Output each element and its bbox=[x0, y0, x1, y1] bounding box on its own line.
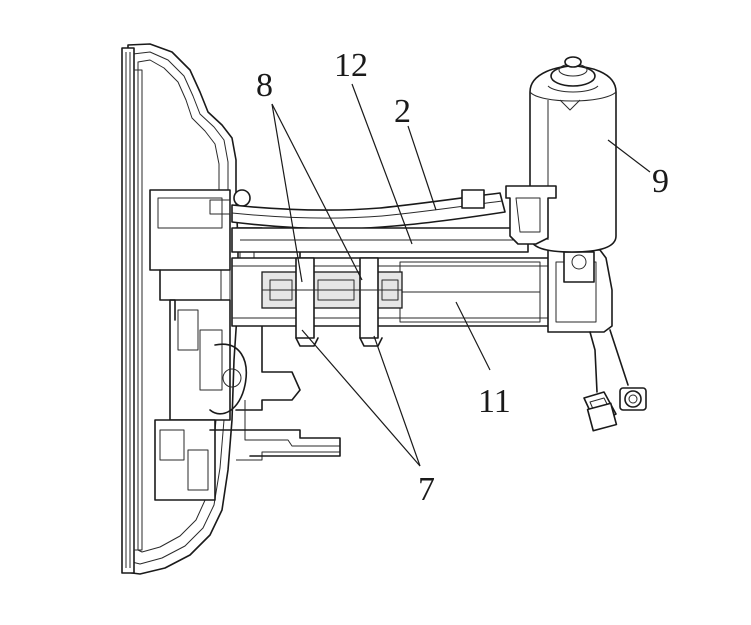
wire-clip bbox=[505, 185, 557, 245]
end-bracket bbox=[547, 249, 629, 393]
leader-lines bbox=[271, 83, 651, 467]
leader-line-2 bbox=[407, 125, 437, 211]
numeral-7: 7 bbox=[418, 471, 435, 508]
locking-clips bbox=[261, 257, 403, 347]
numeral-9: 9 bbox=[652, 163, 669, 200]
numeral-8: 8 bbox=[256, 67, 273, 104]
leader-line-8b bbox=[271, 103, 363, 281]
leader-line-11 bbox=[455, 301, 491, 371]
leader-line-8a bbox=[271, 103, 303, 283]
numeral-12: 12 bbox=[334, 47, 368, 84]
motor bbox=[529, 56, 617, 253]
upper-guide-rail bbox=[231, 227, 529, 253]
leader-line-9 bbox=[607, 139, 651, 173]
leader-line-7a bbox=[301, 329, 421, 467]
mirror-glass bbox=[121, 47, 143, 574]
electrical-connectors bbox=[583, 387, 647, 432]
inner-bracket bbox=[149, 189, 255, 501]
reference-numerals: 8 12 2 9 11 7 bbox=[256, 47, 669, 508]
leader-line-12 bbox=[351, 83, 413, 245]
numeral-11: 11 bbox=[478, 383, 511, 420]
leader-line-7b bbox=[373, 335, 421, 467]
cable-harness bbox=[231, 189, 506, 230]
numeral-2: 2 bbox=[394, 93, 411, 130]
